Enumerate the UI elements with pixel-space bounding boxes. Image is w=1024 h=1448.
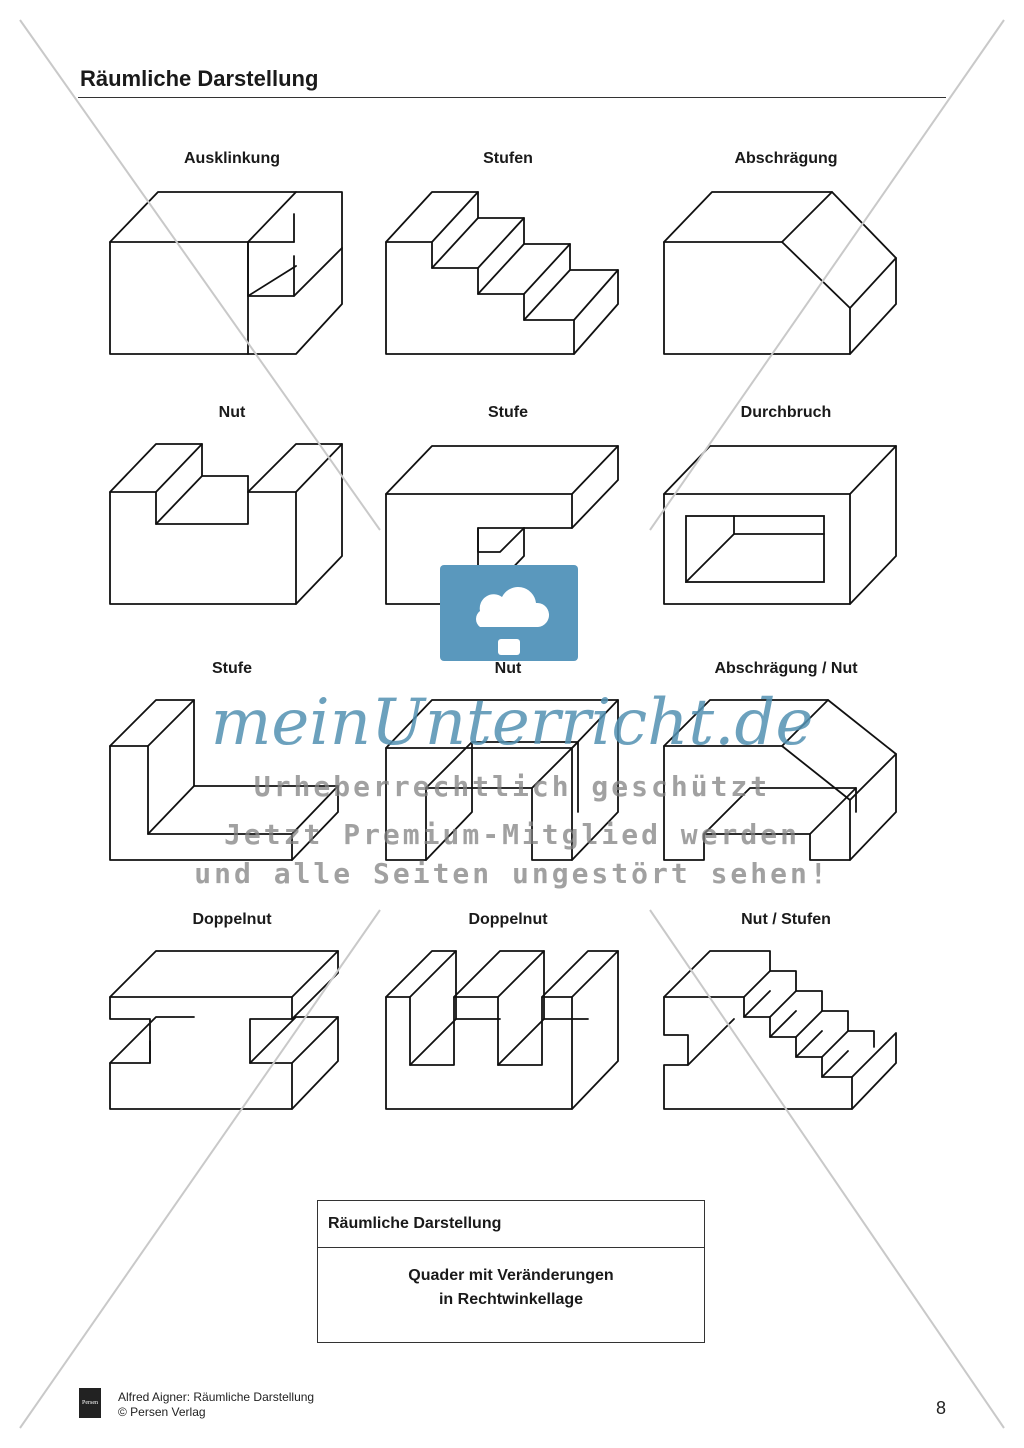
figure-durchbruch: Durchbruch — [648, 404, 924, 658]
figure-abschraegung-nut: Abschrägung / Nut — [648, 660, 924, 914]
info-box: Räumliche Darstellung Quader mit Verände… — [317, 1200, 705, 1343]
drawing-abschraegung-nut — [663, 699, 897, 861]
drawing-nut — [109, 443, 343, 605]
figure-label: Abschrägung — [734, 150, 838, 167]
figure-label: Stufen — [483, 150, 533, 167]
drawing-nut-tunnel — [385, 699, 619, 861]
drawing-abschraegung — [663, 191, 897, 355]
watermark-line-3: und alle Seiten ungestört sehen! — [194, 857, 830, 890]
figure-label: Stufe — [212, 660, 252, 677]
figure-ausklinkung: Ausklinkung — [94, 150, 370, 404]
watermark-line-2: Jetzt Premium-Mitglied werden — [224, 818, 800, 851]
figure-label: Nut — [218, 404, 246, 421]
drawing-stufe — [385, 445, 619, 605]
figure-label: Doppelnut — [468, 911, 548, 928]
drawing-stufe-l — [109, 699, 339, 861]
drawing-doppelnut-h — [109, 950, 339, 1110]
publisher-logo: Persen — [79, 1388, 101, 1418]
footer-credits: Alfred Aigner: Räumliche Darstellung © P… — [118, 1390, 314, 1420]
figure-nut-tunnel: Nut — [370, 660, 646, 914]
figure-nut-stufen: Nut / Stufen — [648, 911, 924, 1165]
figure-nut: Nut — [94, 404, 370, 658]
figure-label: Abschrägung / Nut — [714, 660, 858, 677]
drawing-durchbruch — [663, 445, 897, 605]
drawing-nut-stufen — [663, 950, 897, 1110]
figure-doppelnut-u: Doppelnut — [370, 911, 646, 1165]
title-rule — [78, 97, 946, 98]
figure-label: Doppelnut — [192, 911, 272, 928]
page-title: Räumliche Darstellung — [80, 66, 319, 91]
figure-label: Nut / Stufen — [741, 911, 831, 928]
briefcase-cloud-icon — [440, 565, 578, 661]
watermark-line-1: Urheberrechtlich geschützt — [253, 770, 771, 803]
info-box-body: Quader mit Veränderungen in Rechtwinkell… — [318, 1248, 704, 1312]
figure-label: Nut — [494, 660, 522, 677]
info-box-heading: Räumliche Darstellung — [318, 1201, 704, 1248]
figure-label: Durchbruch — [740, 404, 832, 421]
info-box-line-2: in Rechtwinkellage — [438, 1291, 584, 1308]
info-box-line-1: Quader mit Veränderungen — [408, 1267, 614, 1284]
figure-doppelnut-h: Doppelnut — [94, 911, 370, 1165]
footer-author: Alfred Aigner: Räumliche Darstellung — [118, 1390, 315, 1404]
drawing-stufen — [385, 191, 619, 355]
drawing-ausklinkung — [109, 191, 343, 355]
figure-abschraegung: Abschrägung — [648, 150, 924, 404]
page-number: 8 — [935, 1398, 946, 1418]
figure-label: Stufe — [488, 404, 528, 421]
watermark-brand: meinUnterricht.de — [210, 686, 814, 760]
figure-stufen: Stufen — [370, 150, 646, 404]
drawing-doppelnut-u — [385, 950, 619, 1110]
figure-stufe-l: Stufe — [94, 660, 370, 914]
footer-publisher: © Persen Verlag — [118, 1405, 206, 1419]
figure-label: Ausklinkung — [183, 150, 280, 167]
figure-stufe: Stufe — [370, 404, 646, 658]
